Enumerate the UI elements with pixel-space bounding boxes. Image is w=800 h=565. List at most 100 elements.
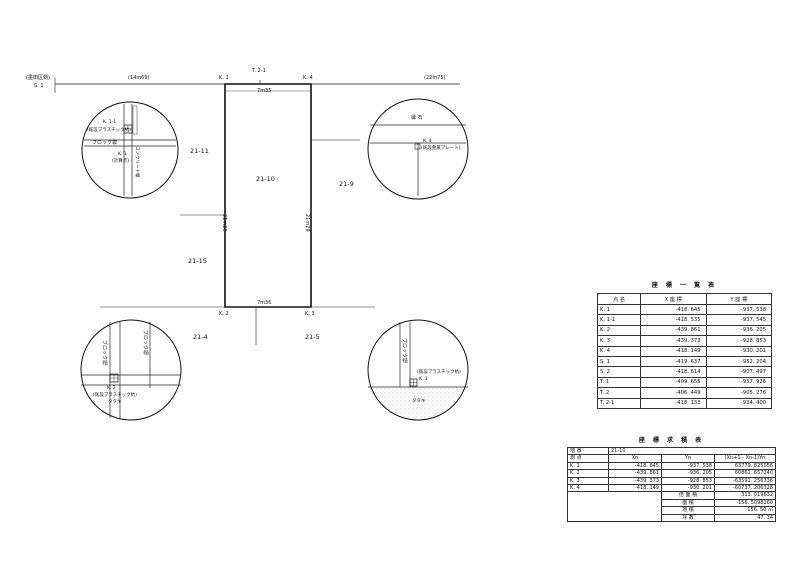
cell-y: -934. 400 <box>705 397 772 409</box>
detail-circle-k4: 縁 石 K. 4 (既設金属プレート) <box>367 98 469 200</box>
table-row: K. 4-418. 149-930. 201-60737. 206328 <box>567 484 776 493</box>
right-edge-length: 21m29 <box>304 214 310 232</box>
point-label-k1: K. 1 <box>219 75 229 81</box>
cell-y: -957. 926 <box>705 376 772 389</box>
detail-circle-k2: ブロック塀 ブロック塀 K. 2 (既設プラスチック杭) タタキ <box>80 319 182 421</box>
cell-point: K. 3 <box>567 476 609 486</box>
detail-k4-point-label: K. 4 <box>423 138 432 144</box>
street-label: (墨田区側) <box>26 74 50 81</box>
cell-xn: -418. 645 <box>608 461 662 471</box>
cell-y: -937. 538 <box>705 303 772 316</box>
cell-x: -418. 535 <box>640 314 707 326</box>
right-frontage-label: (22m75) <box>424 75 446 81</box>
cell-point: K. 1-1 <box>597 314 641 326</box>
header-calc: (Xn+1 - Xn-1)Yn <box>714 454 776 463</box>
cell-yn: -937. 538 <box>661 461 715 471</box>
summary-value: 47. 34 <box>714 513 776 523</box>
table-row: T. 2-406. 449-905. 276 <box>597 387 772 399</box>
cell-xn: -439. 861 <box>608 469 662 478</box>
area-calculation-panel: 座 標 求 積 表 地 番 21-10 測 点 Xn Yn (Xn+1 - Xn… <box>567 434 776 523</box>
cell-y: -905. 276 <box>705 387 772 399</box>
cell-yn: -930. 201 <box>661 484 715 493</box>
cell-point: K. 3 <box>597 335 641 347</box>
detail-k4-curb-label: 縁 石 <box>411 114 423 121</box>
cell-y: -928. 853 <box>705 335 772 347</box>
header-xn: Xn <box>608 454 662 463</box>
summary-blank <box>567 491 662 523</box>
cell-y: -937. 545 <box>705 314 772 326</box>
header-point-name: 点 名 <box>597 293 641 305</box>
detail-circle-k1: K. 1-1 (既設プラスチック杭) ブロック塀 K. 1 (計算点) コンクリ… <box>81 101 179 199</box>
unit-m2: ㎡ <box>767 507 773 514</box>
table-row: K. 1-418. 645-937. 538 <box>597 303 772 316</box>
cell-x: -418. 133 <box>640 397 707 409</box>
cell-x: -418. 149 <box>640 345 707 357</box>
table-row: S. 2-418. 614-907. 497 <box>597 366 772 378</box>
detail-k1-concrete-label: コンクリート塀 <box>134 146 141 178</box>
detail-k2-wall-b-label: ブロック塀 <box>142 330 149 355</box>
cell-xn: -439. 373 <box>608 476 662 486</box>
summary-value: 156. 50 ㎡ <box>714 506 776 515</box>
summary-label: 地 積 <box>661 506 715 515</box>
cell-point: S. 1 <box>597 355 641 368</box>
coordinate-list-table: 点 名 X 座 標 Y 座 標 K. 1-418. 645-937. 538 K… <box>597 293 772 409</box>
cell-y: -930. 201 <box>705 345 772 357</box>
table-row: K. 2-439. 861-936. 205 <box>597 324 772 337</box>
cell-xn: -418. 149 <box>608 484 662 493</box>
cell-calc: -63591. 256336 <box>714 476 776 486</box>
detail-circle-k3: ブロック塀 (既設プラスチック杭) K. 3 タタキ <box>367 319 469 421</box>
parcel-label-21-4: 21-4 <box>193 333 208 341</box>
cell-point: K. 2 <box>567 469 609 478</box>
bottom-edge-length: 7m36 <box>257 300 271 306</box>
cell-x: -406. 449 <box>640 387 707 399</box>
cell-point: T. 2-1 <box>597 397 641 409</box>
detail-k2-tataki-label: タタキ <box>108 398 122 405</box>
detail-k3-point-label: K. 3 <box>419 376 428 382</box>
left-frontage-label: (14m69) <box>128 75 150 81</box>
table-header-row: 点 名 X 座 標 Y 座 標 <box>597 293 772 305</box>
land-area-value: 156. 50 <box>747 507 767 514</box>
point-label-k3: K. 3 <box>305 311 315 317</box>
cell-point: S. 2 <box>597 366 641 378</box>
parcel-label-main: 21-10 <box>256 175 275 183</box>
coordinate-list-title: 座 標 一 覧 表 <box>651 282 718 289</box>
detail-k2-point-label: K. 2 <box>107 385 116 391</box>
cell-y: -907. 497 <box>705 366 772 378</box>
point-label-s1: S. 1 <box>34 83 44 89</box>
summary-value: 156. 5098160 <box>714 498 776 508</box>
cell-calc: 60861. 657240 <box>714 469 776 478</box>
cell-yn: -928. 853 <box>661 476 715 486</box>
summary-label: 倍 面 積 <box>661 491 715 500</box>
table-header-row: 測 点 Xn Yn (Xn+1 - Xn-1)Yn <box>567 454 776 463</box>
detail-k4-marker-label: (既設金属プレート) <box>421 144 461 151</box>
cell-yn: -936. 205 <box>661 469 715 478</box>
detail-k1-calc-label: (計算点) <box>112 157 129 164</box>
parcel-label-21-11: 21-11 <box>190 147 209 155</box>
summary-row: 倍 面 積 313. 019632 <box>567 491 776 523</box>
top-edge-length: 7m35 <box>257 88 271 94</box>
coordinate-list-panel: 座 標 一 覧 表 点 名 X 座 標 Y 座 標 K. 1-418. 645-… <box>597 279 772 409</box>
table-row: K. 1-1-418. 535-937. 545 <box>597 314 772 326</box>
cell-y: -936. 205 <box>705 324 772 337</box>
summary-label: 坪 数 <box>661 513 715 523</box>
detail-k1-1-label: K. 1-1 <box>103 119 116 125</box>
detail-k1-marker-label: (既設プラスチック杭) <box>87 126 131 133</box>
cell-point: K. 1 <box>597 303 641 316</box>
cell-point: K. 4 <box>597 345 641 357</box>
cell-x: -418. 645 <box>640 303 707 316</box>
header-x-coordinate: X 座 標 <box>640 293 707 305</box>
table-row: K. 3-439. 373-928. 853 <box>597 335 772 347</box>
lot-label: 地 番 <box>567 446 609 456</box>
table-row: T. 2-1-418. 133-934. 400 <box>597 397 772 409</box>
cell-point: T. 2 <box>597 387 641 399</box>
detail-k3-tataki-label: タタキ <box>412 397 426 404</box>
parcel-label-21-5: 21-5 <box>305 333 320 341</box>
header-yn: Yn <box>661 454 715 463</box>
cell-point: K. 2 <box>597 324 641 337</box>
cell-y: -952. 204 <box>705 355 772 368</box>
detail-k2-marker-label: (既設プラスチック杭) <box>93 391 137 398</box>
cell-point: K. 1 <box>567 461 609 471</box>
